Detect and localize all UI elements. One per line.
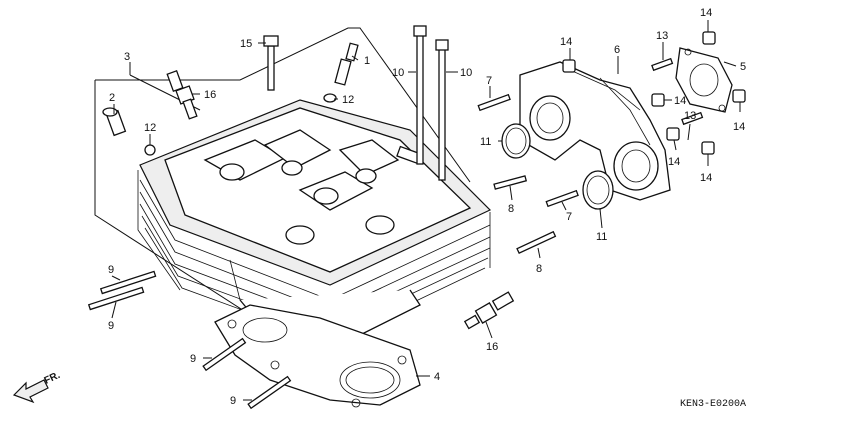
cylinder-head xyxy=(137,99,492,351)
callout-12-left: 12 xyxy=(144,122,156,134)
callout-16-upper: 16 xyxy=(204,89,216,101)
callout-14-d: 14 xyxy=(733,121,745,133)
callout-9-b: 9 xyxy=(108,320,114,332)
callout-7-lower: 7 xyxy=(566,211,572,223)
callout-13-upper: 13 xyxy=(656,30,668,42)
callout-14-f: 14 xyxy=(700,172,712,184)
leader-lines xyxy=(111,20,741,401)
head-gasket xyxy=(214,304,421,408)
long-bolts xyxy=(413,25,449,181)
callout-15: 15 xyxy=(240,38,252,50)
callout-11-upper: 11 xyxy=(480,136,491,148)
callout-10-right: 10 xyxy=(460,67,472,79)
insulator-plate xyxy=(675,47,733,113)
callout-1: 1 xyxy=(364,55,370,67)
spark-plug-upper xyxy=(166,69,198,120)
intake-pipe xyxy=(519,61,671,201)
nuts xyxy=(562,31,746,155)
callout-12-upper: 12 xyxy=(342,94,354,106)
callout-7-upper: 7 xyxy=(486,75,492,87)
o-ring-upper-inner xyxy=(505,127,527,155)
callout-4: 4 xyxy=(434,371,440,383)
bolt-15 xyxy=(263,35,279,91)
callout-9-d: 9 xyxy=(230,395,236,407)
callout-9-c: 9 xyxy=(190,353,196,365)
front-direction-label: FR. xyxy=(43,370,62,387)
callout-14-a: 14 xyxy=(560,36,572,48)
callout-8-upper: 8 xyxy=(508,203,514,215)
washer-12-upper xyxy=(323,93,337,103)
callout-6: 6 xyxy=(614,44,620,56)
front-arrow-icon xyxy=(12,379,49,404)
callout-13-lower: 13 xyxy=(684,110,696,122)
assembly-boundary-line xyxy=(94,80,256,319)
callout-9-a: 9 xyxy=(108,264,114,276)
diagram-code: KEN3-E0200A xyxy=(680,399,746,410)
callout-3: 3 xyxy=(124,51,130,63)
callout-14-c: 14 xyxy=(674,95,686,107)
callout-10-left: 10 xyxy=(392,67,404,79)
callout-11-lower: 11 xyxy=(596,231,607,243)
callout-14-e: 14 xyxy=(668,156,680,168)
fitting-1 xyxy=(334,42,359,86)
o-ring-lower-inner xyxy=(586,175,610,205)
washer-12-left xyxy=(144,144,156,156)
o-ring-lower xyxy=(582,170,614,210)
callout-14-b: 14 xyxy=(700,7,712,19)
assembly-boundary-line-top xyxy=(95,27,471,183)
callout-5: 5 xyxy=(740,61,746,73)
studs xyxy=(87,57,704,410)
callout-16-lower: 16 xyxy=(486,341,498,353)
callout-2: 2 xyxy=(109,92,115,104)
callout-8-lower: 8 xyxy=(536,263,542,275)
spark-plug-lower xyxy=(463,291,515,330)
